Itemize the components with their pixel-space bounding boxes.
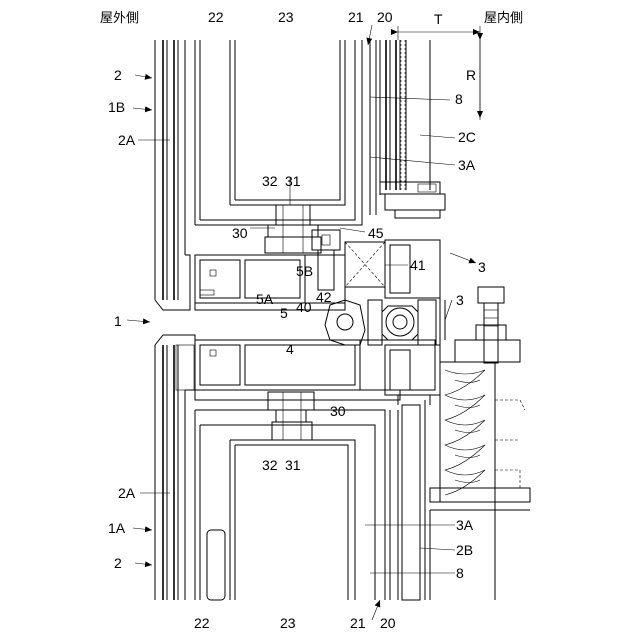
label-3-top: 3: [478, 259, 486, 275]
label-5: 5: [280, 305, 288, 321]
label-22-top: 22: [208, 9, 224, 25]
joint-gaskets: [325, 300, 436, 345]
outer-glass-upper: [155, 40, 190, 310]
transom-lower-4: [195, 340, 435, 400]
label-indoor-side: 屋内側: [484, 10, 523, 26]
label-22-bottom: 22: [194, 615, 210, 631]
lower-frame-profile: [195, 410, 398, 600]
label-30-bottom: 30: [330, 403, 346, 419]
label-8-top: 8: [455, 91, 463, 107]
label-20-bottom: 20: [380, 615, 396, 631]
label-5B: 5B: [296, 263, 313, 279]
indoor-panel-lower: [398, 395, 430, 600]
label-4: 4: [286, 341, 294, 357]
label-23-top: 23: [278, 9, 294, 25]
label-32-top: 32: [262, 173, 278, 189]
label-40: 40: [296, 299, 312, 315]
upper-frame-profile: [195, 40, 376, 225]
label-21-bottom: 21: [350, 615, 366, 631]
label-2C: 2C: [458, 129, 476, 145]
label-41: 41: [410, 257, 426, 273]
label-3A-bottom: 3A: [456, 517, 474, 533]
label-3A-top: 3A: [458, 157, 476, 173]
label-23-bottom: 23: [280, 615, 296, 631]
label-8-bottom: 8: [456, 565, 464, 581]
label-1B: 1B: [108, 99, 125, 115]
label-1: 1: [114, 313, 122, 329]
label-30-top: 30: [232, 225, 248, 241]
label-outdoor-side: 屋外側: [100, 11, 139, 26]
label-2B: 2B: [456, 542, 473, 558]
label-2-top: 2: [114, 67, 122, 83]
label-32-bottom: 32: [262, 457, 278, 473]
leader-lines: [127, 25, 476, 620]
label-21-top: 21: [348, 9, 364, 25]
label-42: 42: [316, 289, 332, 305]
label-2A-top: 2A: [118, 132, 136, 148]
label-2A-bottom: 2A: [118, 485, 136, 501]
label-31-bottom: 31: [285, 457, 301, 473]
label-31-top: 31: [285, 173, 301, 189]
indoor-glass-upper: [380, 40, 445, 218]
label-T: T: [434, 11, 443, 27]
bolt-anchor: [455, 287, 520, 363]
fastener-lower: [268, 392, 314, 440]
label-1A: 1A: [108, 520, 126, 536]
label-2-bottom: 2: [114, 555, 122, 571]
label-45: 45: [368, 225, 384, 241]
outer-glass-lower: [155, 335, 195, 600]
label-5A: 5A: [256, 291, 274, 307]
label-20-top: 20: [377, 9, 393, 25]
building-structure: [430, 362, 530, 600]
label-R: R: [466, 67, 476, 83]
label-3-mid: 3: [456, 292, 464, 308]
block-41: [345, 242, 385, 287]
fastener-upper: [265, 205, 321, 253]
connector-40: [312, 230, 340, 290]
